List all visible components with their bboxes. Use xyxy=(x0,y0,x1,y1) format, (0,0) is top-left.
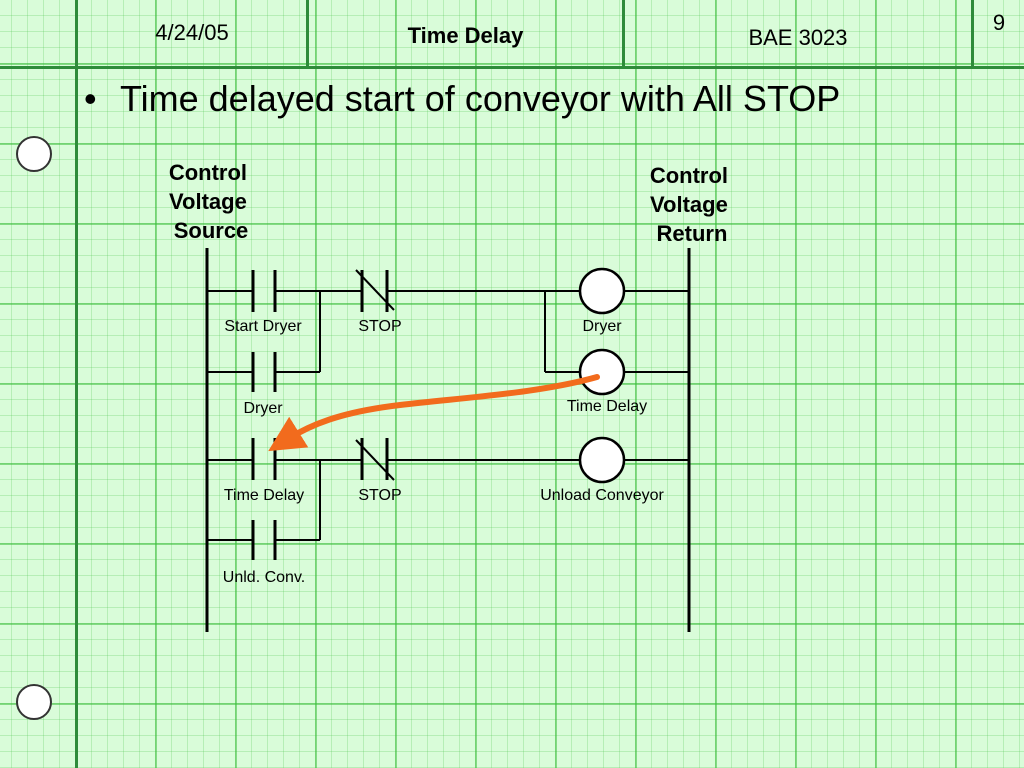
page-number: 9 xyxy=(992,10,1006,35)
time-delay-coil-label: Time Delay xyxy=(567,398,647,415)
dryer-coil xyxy=(578,267,626,315)
dryer-seal-in-contact xyxy=(251,352,277,392)
time-delay-contact xyxy=(251,438,277,480)
stop-label: STOP xyxy=(358,318,401,335)
bullet-text: Time delayed start of conveyor with All … xyxy=(120,78,841,119)
stop-label: STOP xyxy=(358,487,401,504)
signal-arrow xyxy=(268,374,600,452)
dryer-contact-label: Dryer xyxy=(243,400,283,417)
stop-contact xyxy=(355,438,395,481)
header-date: 4/24/05 xyxy=(155,20,229,45)
bullet-item: • Time delayed start of conveyor with All… xyxy=(84,78,840,120)
start-dryer-contact xyxy=(251,270,277,312)
header-separator xyxy=(622,0,625,68)
bullet-icon: • xyxy=(84,78,97,119)
header-separator xyxy=(306,0,309,68)
start-dryer-label: Start Dryer xyxy=(224,318,302,335)
unload-conveyor-seal-in-contact xyxy=(251,520,277,560)
header-title: Time Delay xyxy=(407,23,524,48)
header-course: BAE 3023 xyxy=(748,25,848,50)
dryer-coil-label: Dryer xyxy=(582,318,622,335)
unld-conv-label: Unld. Conv. xyxy=(223,569,305,586)
time-delay-coil xyxy=(578,348,626,396)
binder-hole-icon xyxy=(16,684,52,720)
unload-conveyor-label: Unload Conveyor xyxy=(540,487,664,504)
margin-line xyxy=(75,0,78,768)
time-delay-contact-label: Time Delay xyxy=(224,487,304,504)
stop-contact xyxy=(355,269,395,312)
left-rail-label: Control Voltage Source xyxy=(169,160,253,243)
header-separator xyxy=(971,0,974,68)
right-rail-label: Control Voltage Return xyxy=(650,163,734,246)
header-divider xyxy=(0,66,1024,69)
unload-conveyor-coil xyxy=(578,436,626,484)
binder-hole-icon xyxy=(16,136,52,172)
wiring xyxy=(205,248,691,632)
